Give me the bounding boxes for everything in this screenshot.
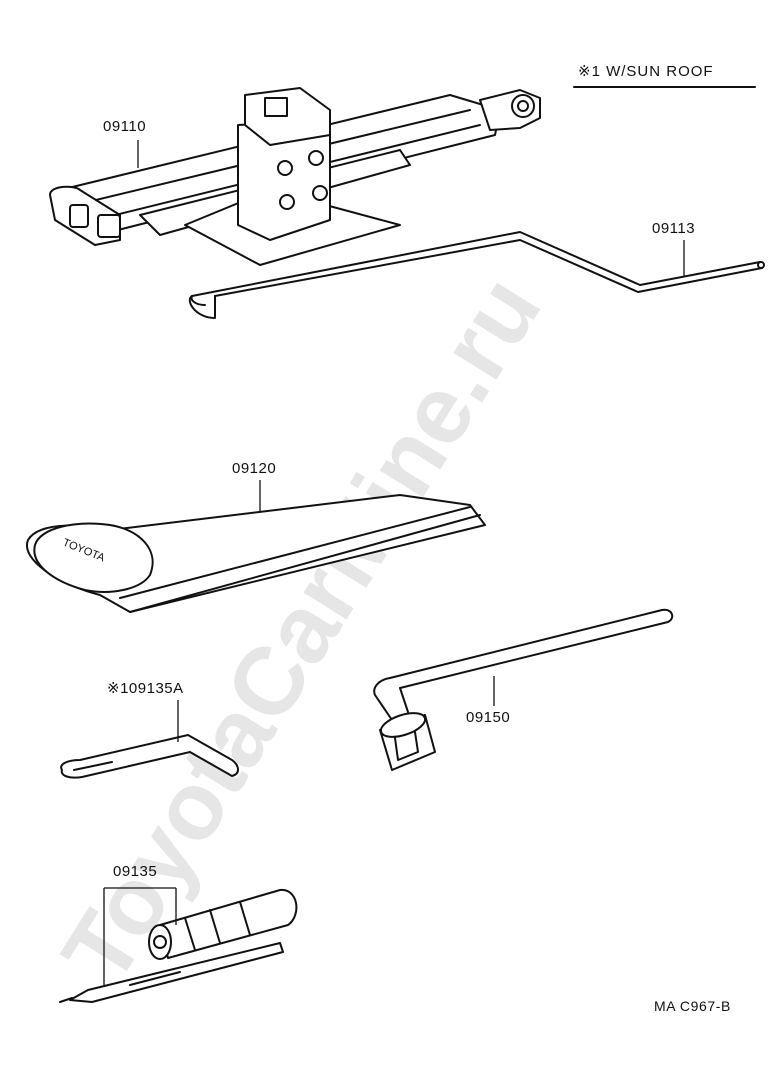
scissor-jack-icon xyxy=(49,87,541,266)
lug-wrench-icon xyxy=(373,608,674,771)
watermark-text: ToyotaCarMine.ru xyxy=(42,258,561,1001)
tool-bag-icon: TOYOTA xyxy=(25,494,486,613)
sunroof-note: ※1 W/SUN ROOF xyxy=(578,63,714,80)
label-lug-wrench: 09150 xyxy=(466,709,510,726)
screwdriver-icon xyxy=(59,888,298,1003)
label-tool-bag: 09120 xyxy=(232,460,276,477)
leader-screwdriver xyxy=(103,887,177,985)
label-sunroof-wrench: ※109135A xyxy=(107,680,184,697)
label-jack: 09110 xyxy=(103,118,146,135)
diagram-code: MA C967-B xyxy=(654,998,731,1014)
sunroof-wrench-icon xyxy=(60,734,239,779)
jack-handle-icon xyxy=(188,231,765,319)
label-screwdriver: 09135 xyxy=(113,863,157,880)
label-jack-handle: 09113 xyxy=(652,220,695,237)
